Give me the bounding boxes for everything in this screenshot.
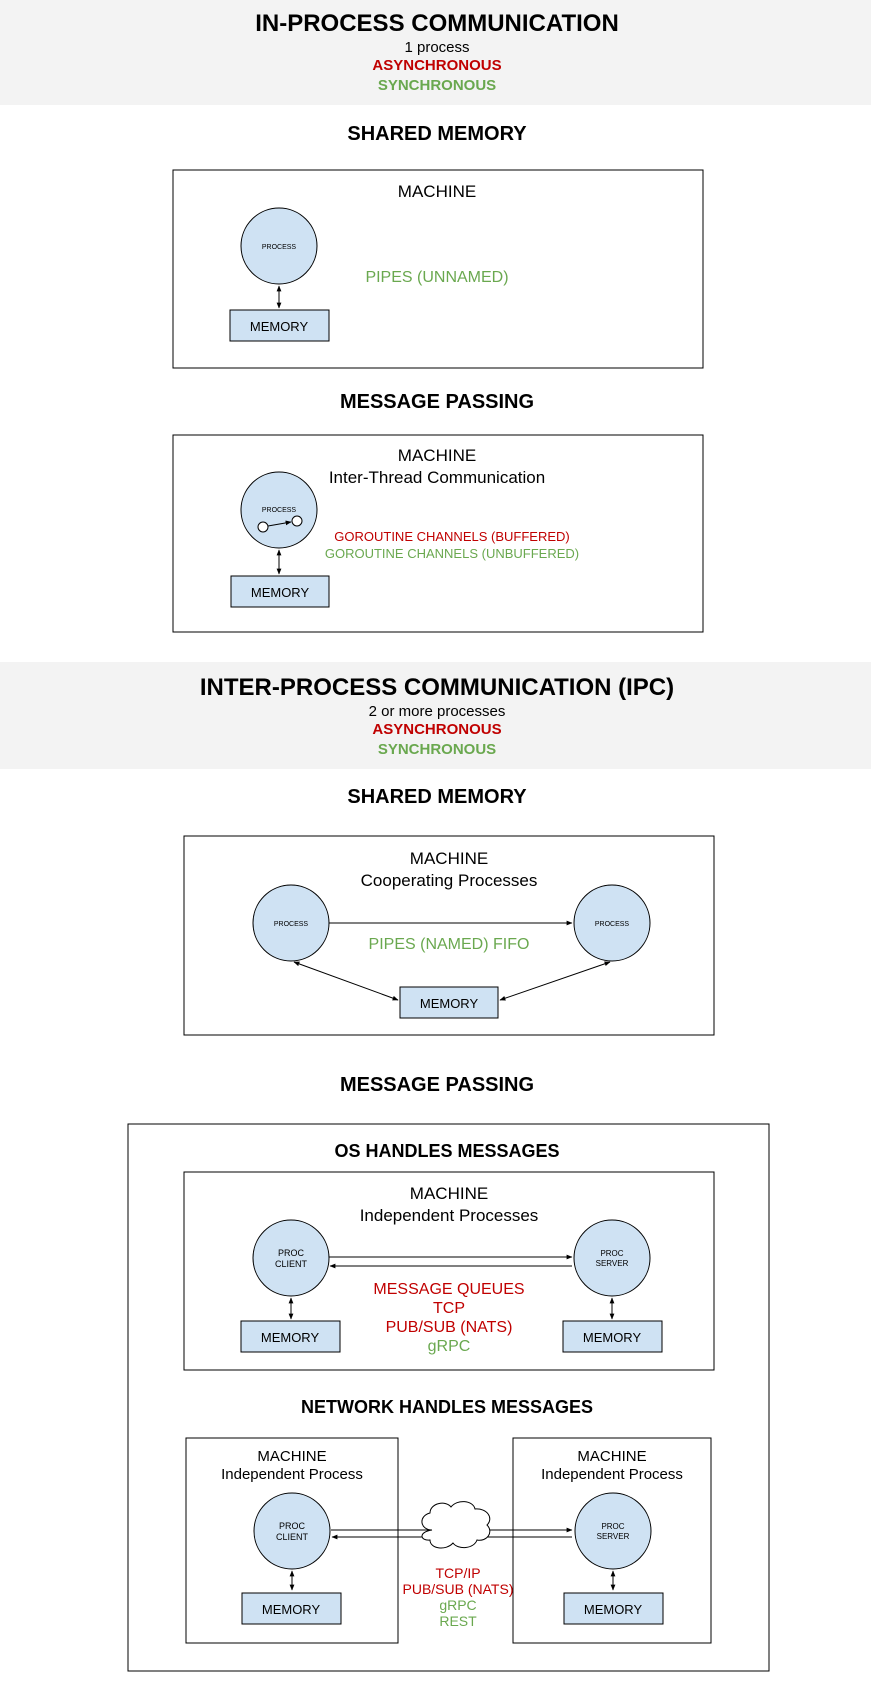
network-mech-rest: REST (439, 1613, 477, 1629)
os-proc-server-label-2: SERVER (596, 1259, 629, 1268)
network-memory-left-label: MEMORY (262, 1602, 321, 1617)
network-memory-right-box (563, 1592, 664, 1625)
network-proc-client-node (253, 1492, 331, 1570)
os-mech-grpc: gRPC (428, 1338, 471, 1355)
network-handles-heading: NETWORK HANDLES MESSAGES (301, 1397, 593, 1417)
inter-process-sync-label: SYNCHRONOUS (378, 741, 496, 758)
ipc-shared-process-right-node (573, 884, 651, 962)
ipc-shared-right-memory-arrow (499, 961, 611, 1001)
network-right-machine-box (512, 1437, 712, 1644)
in-process-header-band (0, 0, 871, 105)
in-process-mp-process-label: PROCESS (262, 507, 297, 514)
in-process-shared-mechanism: PIPES (UNNAMED) (365, 269, 508, 286)
network-proc-server-label-2: SERVER (597, 1532, 630, 1541)
os-proc-client-label-2: CLIENT (275, 1259, 308, 1269)
network-left-machine-box (185, 1437, 399, 1644)
ipc-shared-memory-heading: SHARED MEMORY (347, 786, 527, 808)
ipc-shared-mechanism: PIPES (NAMED) FIFO (369, 936, 530, 953)
in-process-shared-machine-label: MACHINE (398, 182, 476, 201)
os-mech-pubsub: PUB/SUB (NATS) (386, 1319, 513, 1336)
in-process-subtitle: 1 process (404, 39, 469, 56)
network-mech-tcpip: TCP/IP (435, 1565, 480, 1581)
os-memory-right-box (562, 1320, 663, 1353)
network-memory-left-box (241, 1592, 342, 1625)
in-process-shared-memory-box (229, 309, 330, 342)
ipc-shared-process-right-label: PROCESS (595, 921, 630, 928)
in-process-mp-machine-label: MACHINE (398, 446, 476, 465)
in-process-async-label: ASYNCHRONOUS (372, 57, 501, 74)
in-process-mp-machine-box (172, 434, 704, 633)
goroutine-channels-buffered: GOROUTINE CHANNELS (BUFFERED) (334, 529, 569, 544)
goroutine-channels-unbuffered: GOROUTINE CHANNELS (UNBUFFERED) (325, 546, 579, 561)
os-machine-box (183, 1171, 715, 1371)
in-process-mp-machine-sub: Inter-Thread Communication (329, 468, 545, 487)
network-proc-client-label-2: CLIENT (276, 1532, 309, 1542)
in-process-shared-process-node (240, 207, 318, 285)
os-memory-right-label: MEMORY (583, 1330, 642, 1345)
in-process-shared-memory-label: MEMORY (250, 319, 309, 334)
ipc-shared-process-left-label: PROCESS (274, 921, 309, 928)
os-mech-message-queues: MESSAGE QUEUES (373, 1281, 524, 1298)
network-left-machine-label: MACHINE (257, 1448, 326, 1465)
ipc-shared-machine-sub: Cooperating Processes (361, 871, 538, 890)
network-mech-pubsub: PUB/SUB (NATS) (403, 1581, 514, 1597)
in-process-shared-process-label: PROCESS (262, 244, 297, 251)
network-proc-client-label-1: PROC (279, 1521, 306, 1531)
os-handles-heading: OS HANDLES MESSAGES (334, 1141, 559, 1161)
in-process-mp-memory-box (230, 575, 330, 608)
in-process-shared-memory-heading: SHARED MEMORY (347, 123, 527, 145)
in-process-message-passing-heading: MESSAGE PASSING (340, 391, 534, 413)
network-cloud-icon (421, 1501, 491, 1549)
in-process-mp-memory-label: MEMORY (251, 585, 310, 600)
ipc-message-passing-heading: MESSAGE PASSING (340, 1074, 534, 1096)
goroutine-receiver-node (291, 515, 303, 527)
os-proc-client-label-1: PROC (278, 1248, 305, 1258)
network-proc-server-node (574, 1492, 652, 1570)
in-process-sync-label: SYNCHRONOUS (378, 77, 496, 94)
network-right-machine-sub: Independent Process (541, 1466, 683, 1483)
os-machine-label: MACHINE (410, 1184, 488, 1203)
goroutine-sender-node (257, 521, 269, 533)
inter-process-header-band (0, 662, 871, 769)
os-memory-left-box (240, 1320, 341, 1353)
inter-process-title: INTER-PROCESS COMMUNICATION (IPC) (200, 674, 674, 701)
in-process-title: IN-PROCESS COMMUNICATION (255, 10, 619, 37)
network-left-machine-sub: Independent Process (221, 1466, 363, 1483)
os-machine-sub: Independent Processes (360, 1206, 539, 1225)
network-proc-server-label-1: PROC (601, 1522, 624, 1531)
network-mech-grpc: gRPC (439, 1597, 476, 1613)
in-process-shared-machine-box (172, 169, 704, 369)
os-proc-server-node (573, 1219, 651, 1297)
ipc-shared-memory-label: MEMORY (420, 996, 479, 1011)
ipc-shared-memory-box (399, 986, 499, 1019)
os-proc-server-label-1: PROC (600, 1249, 623, 1258)
network-memory-right-label: MEMORY (584, 1602, 643, 1617)
ipc-shared-left-memory-arrow (293, 961, 399, 1001)
inter-process-async-label: ASYNCHRONOUS (372, 721, 501, 738)
os-proc-client-node (252, 1219, 330, 1297)
inter-process-subtitle: 2 or more processes (369, 703, 506, 720)
network-right-machine-label: MACHINE (577, 1448, 646, 1465)
ipc-shared-machine-label: MACHINE (410, 849, 488, 868)
ipc-shared-machine-box (183, 835, 715, 1036)
goroutine-channel-arrow (267, 520, 292, 527)
os-memory-left-label: MEMORY (261, 1330, 320, 1345)
ipc-message-passing-outer-box (127, 1123, 770, 1672)
os-mech-tcp: TCP (433, 1300, 465, 1317)
